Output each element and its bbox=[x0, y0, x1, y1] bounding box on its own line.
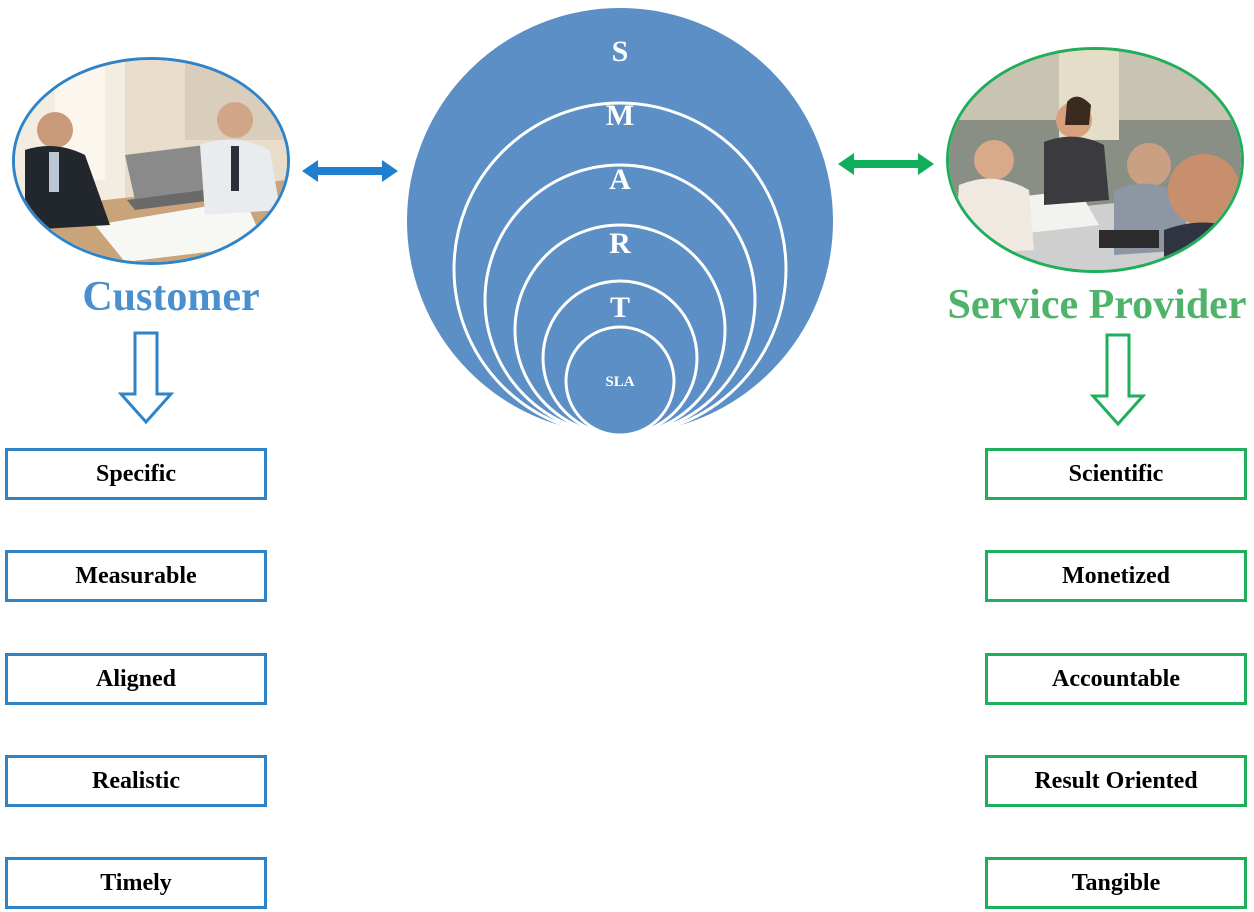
double-arrow-icon bbox=[302, 160, 398, 182]
ring-sla bbox=[564, 325, 676, 437]
customer-item-aligned: Aligned bbox=[5, 653, 267, 705]
letter-t: T bbox=[610, 291, 630, 324]
smart-concentric-diagram: S M A R T SLA bbox=[405, 6, 835, 437]
customer-item-realistic: Realistic bbox=[5, 755, 267, 807]
letter-m: M bbox=[606, 99, 634, 132]
letter-r: R bbox=[609, 227, 631, 260]
letter-s: S bbox=[612, 35, 629, 68]
service-provider-title: Service Provider bbox=[947, 282, 1247, 328]
double-arrow-icon bbox=[838, 153, 934, 175]
sla-label: SLA bbox=[605, 374, 634, 390]
service-provider-photo bbox=[946, 47, 1244, 273]
provider-item-result-oriented: Result Oriented bbox=[985, 755, 1247, 807]
provider-item-scientific: Scientific bbox=[985, 448, 1247, 500]
letter-a: A bbox=[609, 163, 631, 196]
customer-title: Customer bbox=[82, 274, 260, 320]
customer-item-timely: Timely bbox=[5, 857, 267, 909]
hollow-down-arrow-icon bbox=[1090, 333, 1146, 427]
provider-item-accountable: Accountable bbox=[985, 653, 1247, 705]
customer-item-specific: Specific bbox=[5, 448, 267, 500]
provider-item-monetized: Monetized bbox=[985, 550, 1247, 602]
provider-item-tangible: Tangible bbox=[985, 857, 1247, 909]
hollow-down-arrow-icon bbox=[118, 331, 174, 425]
customer-photo bbox=[12, 57, 290, 265]
customer-item-measurable: Measurable bbox=[5, 550, 267, 602]
